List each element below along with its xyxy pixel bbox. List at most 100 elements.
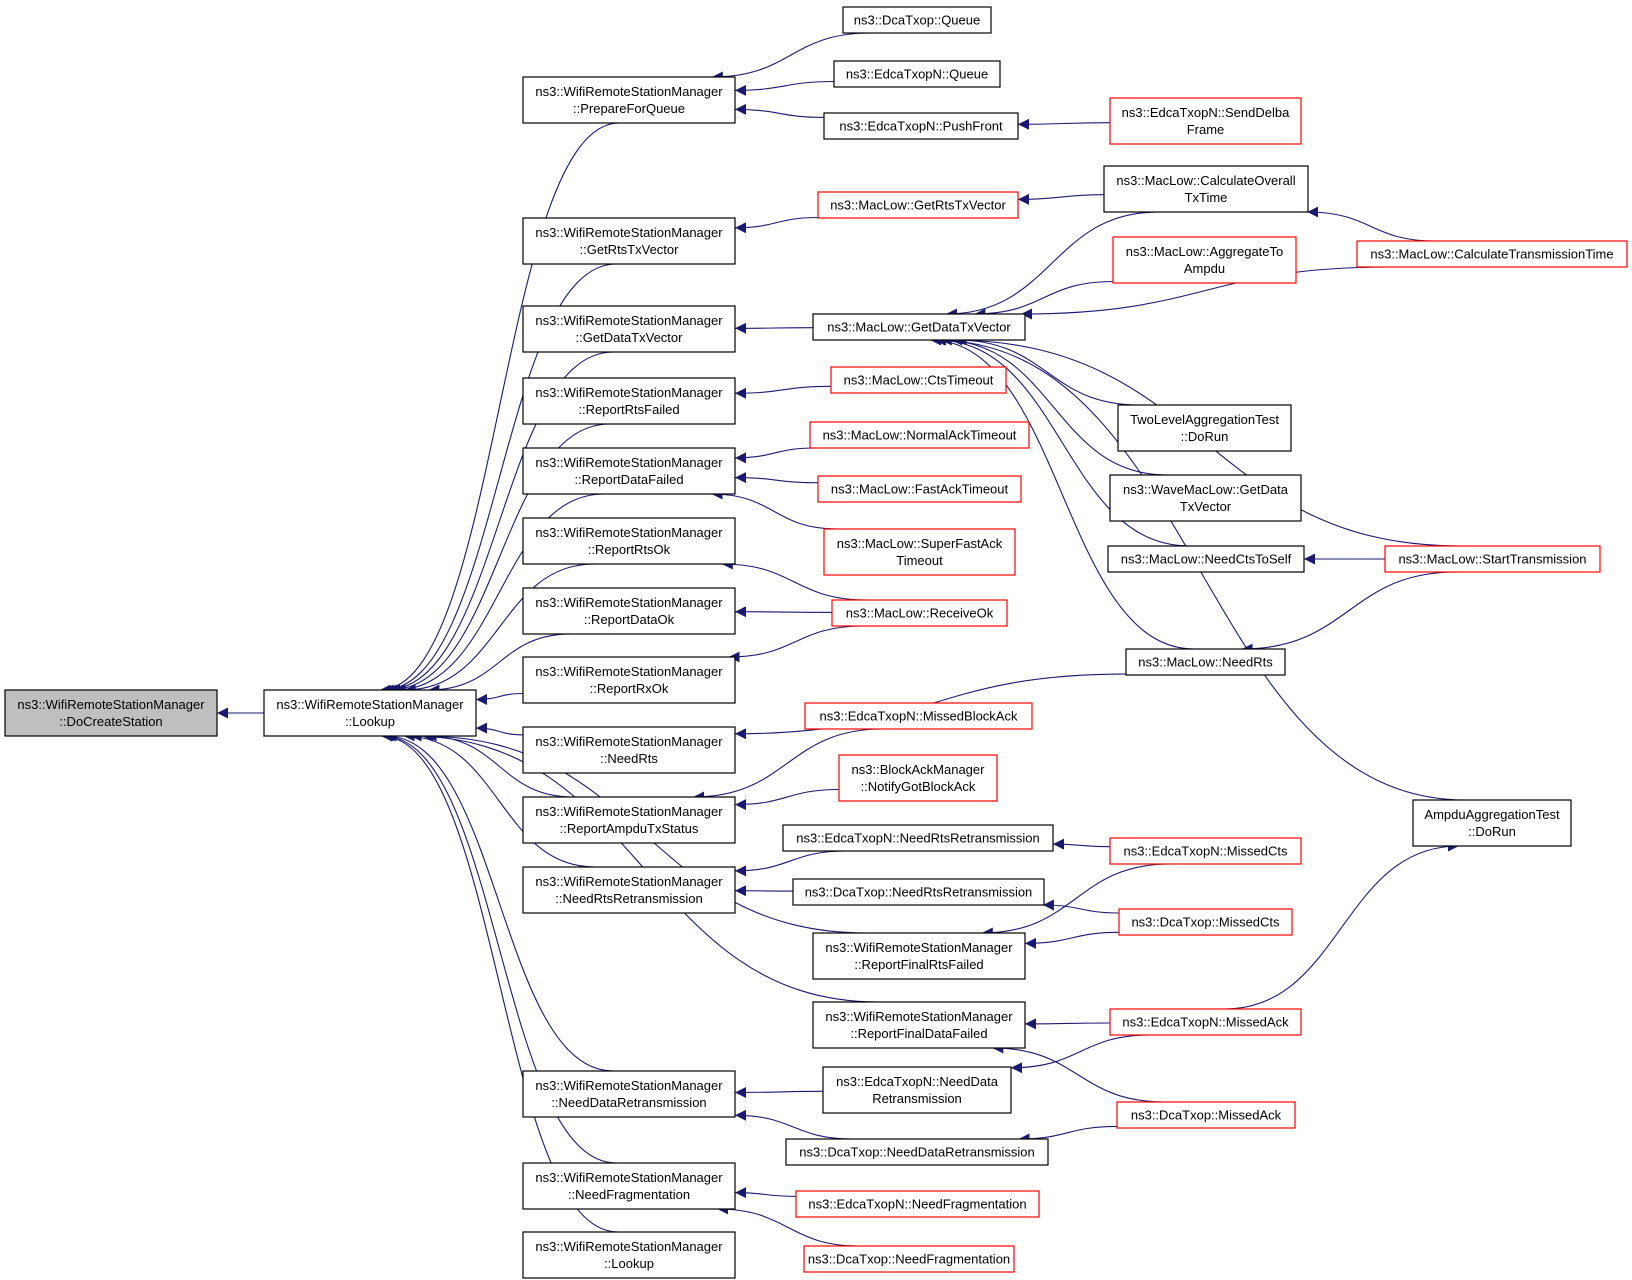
node-label: ::NeedDataRetransmission <box>551 1095 706 1110</box>
node-dcaqueue[interactable]: ns3::DcaTxop::Queue <box>842 6 992 34</box>
node-needctsself[interactable]: ns3::MacLow::NeedCtsToSelf <box>1107 545 1305 573</box>
node-dcamissedcts[interactable]: ns3::DcaTxop::MissedCts <box>1118 908 1293 936</box>
node-label: ::ReportAmpduTxStatus <box>560 821 699 836</box>
node-reprtsf[interactable]: ns3::WifiRemoteStationManager::ReportRts… <box>522 377 736 425</box>
node-box <box>522 305 736 353</box>
node-prepq[interactable]: ns3::WifiRemoteStationManager::PrepareFo… <box>522 76 736 124</box>
node-ampdutest[interactable]: AmpduAggregationTest::DoRun <box>1412 799 1572 847</box>
node-label: ns3::DcaTxop::MissedAck <box>1131 1108 1282 1123</box>
node-layer: ns3::WifiRemoteStationManager::DoCreateS… <box>4 6 1628 1279</box>
node-reprxok[interactable]: ns3::WifiRemoteStationManager::ReportRxO… <box>522 656 736 704</box>
edge-normalack-to-repdataf <box>734 447 815 464</box>
edge-dcamissedcts-to-dcaneedrtsre <box>1042 899 1120 914</box>
node-lookup2[interactable]: ns3::WifiRemoteStationManager::Lookup <box>522 1231 736 1279</box>
edge-macgetrts-to-getrts <box>734 216 819 234</box>
node-notifygot[interactable]: ns3::BlockAckManager::NotifyGotBlockAck <box>838 754 998 802</box>
node-needrtsre[interactable]: ns3::WifiRemoteStationManager::NeedRtsRe… <box>522 866 736 914</box>
node-label: ::DoRun <box>1181 429 1229 444</box>
node-pushfront[interactable]: ns3::EdcaTxopN::PushFront <box>823 112 1019 140</box>
node-label: ns3::WifiRemoteStationManager <box>535 1170 723 1185</box>
edge-receiveok-to-reprxok <box>728 625 864 663</box>
node-label: ns3::EdcaTxopN::Queue <box>846 67 988 82</box>
node-label: ns3::WifiRemoteStationManager <box>825 940 1013 955</box>
node-box <box>1116 1101 1296 1129</box>
edge-edcamissedcts-to-edcaneedrtsre <box>1052 838 1111 850</box>
node-label: ns3::WifiRemoteStationManager <box>535 874 723 889</box>
node-box <box>838 754 998 802</box>
node-label: ns3::WifiRemoteStationManager <box>276 697 464 712</box>
node-wavemac[interactable]: ns3::WaveMacLow::GetDataTxVector <box>1109 474 1302 522</box>
edge-dcamissedcts-to-repfinalrts <box>1024 931 1120 949</box>
edge-missedba-to-repampdu <box>692 728 883 803</box>
node-label: ns3::EdcaTxopN::MissedBlockAck <box>820 709 1018 724</box>
node-label: ns3::MacLow::GetDataTxVector <box>827 320 1011 335</box>
node-box <box>1109 1008 1302 1036</box>
node-repdataf[interactable]: ns3::WifiRemoteStationManager::ReportDat… <box>522 447 736 495</box>
node-label: ns3::MacLow::NeedCtsToSelf <box>1121 552 1292 567</box>
edge-senddelba-to-pushfront <box>1017 118 1111 130</box>
node-normalack[interactable]: ns3::MacLow::NormalAckTimeout <box>809 421 1030 449</box>
node-fastack[interactable]: ns3::MacLow::FastAckTimeout <box>817 475 1022 503</box>
node-receiveok[interactable]: ns3::MacLow::ReceiveOk <box>831 599 1008 627</box>
node-dcaneedfrag[interactable]: ns3::DcaTxop::NeedFragmentation <box>803 1245 1015 1273</box>
edge-fastack-to-repdataf <box>734 472 819 484</box>
node-box <box>522 1070 736 1118</box>
node-label: ns3::EdcaTxopN::NeedRtsRetransmission <box>796 831 1040 846</box>
node-macneedrts[interactable]: ns3::MacLow::NeedRts <box>1125 648 1286 676</box>
node-edcaqueue[interactable]: ns3::EdcaTxopN::Queue <box>833 60 1001 88</box>
node-twolevel[interactable]: TwoLevelAggregationTest::DoRun <box>1117 404 1292 452</box>
node-repampdu[interactable]: ns3::WifiRemoteStationManager::ReportAmp… <box>522 796 736 844</box>
node-needfrag[interactable]: ns3::WifiRemoteStationManager::NeedFragm… <box>522 1162 736 1210</box>
node-box <box>785 1138 1049 1166</box>
node-label: ::PrepareForQueue <box>573 101 685 116</box>
node-edcamissedack[interactable]: ns3::EdcaTxopN::MissedAck <box>1109 1008 1302 1036</box>
edge-prepq-to-lookup <box>379 122 620 696</box>
node-label: ns3::EdcaTxopN::NeedData <box>836 1074 999 1089</box>
node-macgetdata[interactable]: ns3::MacLow::GetDataTxVector <box>812 313 1026 341</box>
node-starttrans[interactable]: ns3::MacLow::StartTransmission <box>1384 545 1601 573</box>
node-calctrans[interactable]: ns3::MacLow::CalculateTransmissionTime <box>1356 240 1628 268</box>
node-docreate[interactable]: ns3::WifiRemoteStationManager::DoCreateS… <box>4 689 218 737</box>
node-box <box>812 932 1026 980</box>
node-dcaneedrtsre[interactable]: ns3::DcaTxop::NeedRtsRetransmission <box>792 878 1045 906</box>
edge-edcamissedack-to-edcaneeddata <box>1010 1034 1151 1074</box>
node-label: ns3::WifiRemoteStationManager <box>535 595 723 610</box>
node-label: ::ReportDataFailed <box>574 472 683 487</box>
node-box <box>817 475 1022 503</box>
node-edcamissedcts[interactable]: ns3::EdcaTxopN::MissedCts <box>1109 837 1302 865</box>
edge-dcamissedack-to-repfinaldata <box>992 1042 1165 1103</box>
node-repfinalrts[interactable]: ns3::WifiRemoteStationManager::ReportFin… <box>812 932 1026 980</box>
node-ctstimeout[interactable]: ns3::MacLow::CtsTimeout <box>830 366 1007 394</box>
node-getdata[interactable]: ns3::WifiRemoteStationManager::GetDataTx… <box>522 305 736 353</box>
node-repdataok[interactable]: ns3::WifiRemoteStationManager::ReportDat… <box>522 587 736 635</box>
node-edcaneedrtsre[interactable]: ns3::EdcaTxopN::NeedRtsRetransmission <box>782 824 1054 852</box>
edge-starttrans-to-macneedrts <box>1241 571 1457 655</box>
node-missedba[interactable]: ns3::EdcaTxopN::MissedBlockAck <box>804 702 1033 730</box>
node-label: ns3::WifiRemoteStationManager <box>825 1009 1013 1024</box>
node-getrts[interactable]: ns3::WifiRemoteStationManager::GetRtsTxV… <box>522 217 736 265</box>
node-box <box>1109 837 1302 865</box>
node-dcamissedack[interactable]: ns3::DcaTxop::MissedAck <box>1116 1101 1296 1129</box>
node-needrts[interactable]: ns3::WifiRemoteStationManager::NeedRts <box>522 726 736 774</box>
node-label: ns3::WifiRemoteStationManager <box>535 1078 723 1093</box>
edge-edcaneeddata-to-needdatare <box>734 1086 824 1098</box>
node-label: ns3::EdcaTxopN::MissedCts <box>1123 844 1288 859</box>
node-edcaneedfrag[interactable]: ns3::EdcaTxopN::NeedFragmentation <box>795 1190 1040 1218</box>
node-box <box>522 217 736 265</box>
node-label: ::GetRtsTxVector <box>580 242 680 257</box>
node-needdatare[interactable]: ns3::WifiRemoteStationManager::NeedDataR… <box>522 1070 736 1118</box>
node-dcaneeddata[interactable]: ns3::DcaTxop::NeedDataRetransmission <box>785 1138 1049 1166</box>
node-macgetrts[interactable]: ns3::MacLow::GetRtsTxVector <box>817 191 1019 219</box>
node-reprtsok[interactable]: ns3::WifiRemoteStationManager::ReportRts… <box>522 517 736 565</box>
node-repfinaldata[interactable]: ns3::WifiRemoteStationManager::ReportFin… <box>812 1001 1026 1049</box>
node-label: ns3::WifiRemoteStationManager <box>535 225 723 240</box>
node-label: TxVector <box>1180 499 1232 514</box>
node-edcaneeddata[interactable]: ns3::EdcaTxopN::NeedDataRetransmission <box>822 1066 1012 1114</box>
node-lookup[interactable]: ns3::WifiRemoteStationManager::Lookup <box>263 689 477 737</box>
node-label: ns3::EdcaTxopN::PushFront <box>839 119 1003 134</box>
